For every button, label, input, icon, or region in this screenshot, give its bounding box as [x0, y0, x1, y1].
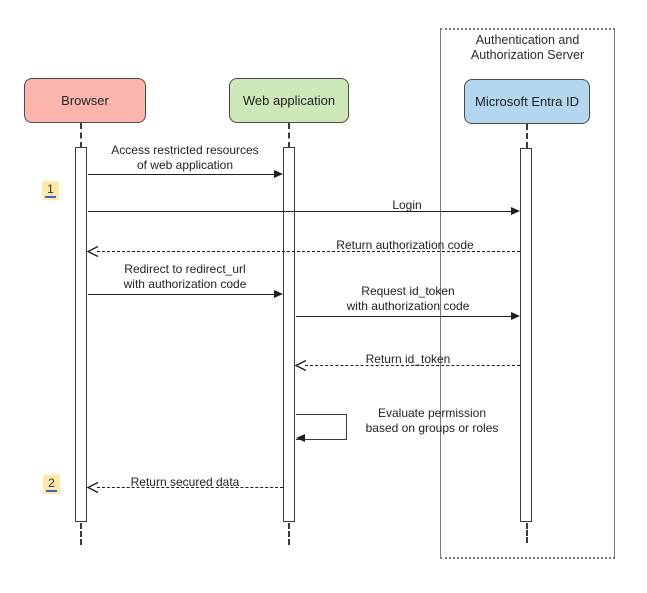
message-access-restricted-label: Access restricted resources of web appli… [111, 143, 259, 172]
step-badge-2-number[interactable]: 2 [46, 476, 57, 492]
arrowhead-right-icon [511, 312, 520, 320]
actor-web-application: Web application [229, 78, 349, 123]
auth-server-container [440, 28, 615, 559]
message-redirect-line [88, 294, 275, 295]
browser-lifeline-bottom [80, 523, 82, 545]
arrowhead-left-icon [296, 434, 305, 442]
message-login-label: Login [392, 198, 422, 212]
arrowhead-right-icon [274, 170, 283, 178]
arrowhead-open-left-icon [295, 359, 307, 372]
step-badge-2[interactable]: 2 [43, 475, 60, 494]
arrowhead-open-left-icon [87, 481, 99, 494]
step-badge-1-number[interactable]: 1 [45, 182, 56, 198]
actor-browser: Browser [24, 78, 146, 123]
actor-entra-id: Microsoft Entra ID [464, 79, 590, 124]
web-application-lifeline-top [288, 123, 290, 148]
step-badge-1[interactable]: 1 [42, 181, 59, 200]
actor-web-application-label: Web application [242, 93, 336, 108]
web-application-lifeline-bottom [288, 523, 290, 545]
entra-id-lifeline-top [526, 124, 528, 148]
browser-activation-bar [75, 147, 87, 522]
message-access-restricted-line [88, 174, 275, 175]
message-login-line [88, 211, 511, 212]
web-application-activation-bar [283, 147, 295, 522]
message-request-id-token-line [296, 316, 511, 317]
arrowhead-right-icon [274, 290, 283, 298]
message-return-auth-code-line [97, 251, 520, 252]
message-redirect-label: Redirect to redirect_url with authorizat… [123, 262, 247, 291]
message-return-id-token-label: Return id_token [365, 352, 451, 366]
message-return-secured-data-line [97, 487, 283, 488]
message-return-id-token-line [305, 365, 520, 366]
actor-entra-id-label: Microsoft Entra ID [474, 94, 580, 109]
arrowhead-right-icon [511, 207, 520, 215]
auth-server-container-title: Authentication and Authorization Server [470, 33, 585, 62]
message-evaluate-permission-label: Evaluate permission based on groups or r… [365, 406, 499, 435]
arrowhead-open-left-icon [87, 245, 99, 258]
entra-id-lifeline-bottom [526, 523, 528, 543]
message-request-id-token-label: Request id_token with authorization code [346, 284, 470, 313]
self-message-loop [296, 414, 347, 440]
browser-lifeline-top [80, 123, 82, 148]
message-return-auth-code-label: Return authorization code [336, 238, 474, 252]
entra-id-activation-bar [520, 148, 532, 522]
actor-browser-label: Browser [61, 93, 109, 108]
message-return-secured-data-label: Return secured data [130, 475, 240, 489]
